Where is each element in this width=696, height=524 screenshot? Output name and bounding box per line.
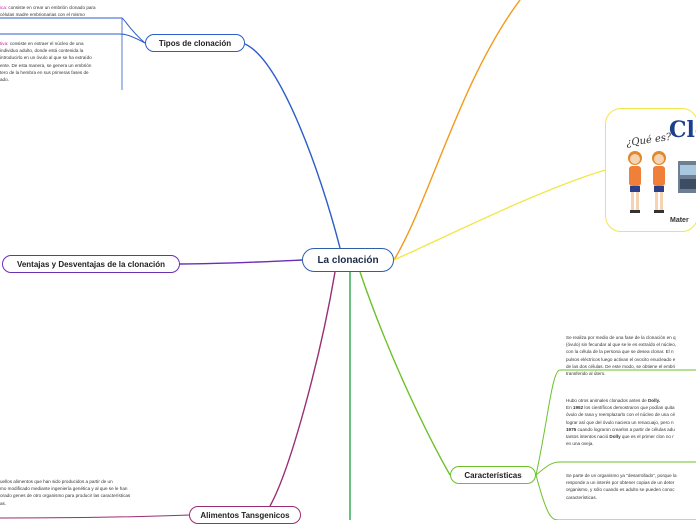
note-caract-organismo[interactable]: Se parte de un organismo ya "desarrollad…	[566, 472, 696, 506]
cartoon-girl-illustration	[624, 149, 646, 215]
note-line: óvulo de rana y reemplazarlo con el núcl…	[566, 411, 696, 418]
note-text: tantos intentos nació	[566, 434, 609, 439]
branch-ventajas-label: Ventajas y Desventajas de la clonación	[17, 260, 165, 269]
note-caract-proceso[interactable]: Se realiza por medio de una fase de la c…	[566, 334, 696, 382]
connector-alimentos-left	[0, 515, 189, 518]
central-topic-label: La clonación	[317, 255, 378, 266]
connector-alimentos	[270, 272, 335, 506]
note-line: responde a un interés por obtener copias…	[566, 479, 696, 486]
note-tipos-reproductiva[interactable]: tiva: consiste en extraer el núcleo de u…	[0, 40, 122, 92]
card-caption: Mater	[670, 217, 689, 224]
note-text: cuando lograron crearlos a partir de cél…	[576, 427, 675, 432]
connector-orange	[394, 0, 520, 260]
note-line: ado.	[0, 76, 122, 83]
branch-ventajas-desventajas[interactable]: Ventajas y Desventajas de la clonación	[2, 255, 180, 273]
note-line: organismo, y sólo cuando es adulto se pu…	[566, 486, 696, 493]
note-line: con la célula de la persona que se desea…	[566, 348, 696, 355]
cloning-machine-illustration	[676, 157, 696, 197]
image-card[interactable]: Clo ¿Qué es? Mater	[605, 108, 696, 232]
note-line: as.	[0, 500, 160, 507]
note-line: consiste en extraer el núcleo de una	[8, 41, 83, 46]
note-text-bold: Dolly	[609, 434, 620, 439]
note-line: pulsos eléctricos luego activan el ovoci…	[566, 356, 696, 363]
note-line: transferido al útero.	[566, 370, 696, 377]
note-text: los científicos demostraron que podían q…	[583, 405, 674, 410]
note-line: Se realiza por medio de una fase de la c…	[566, 334, 696, 341]
note-line: uellos alimentos que han sido producidos…	[0, 478, 160, 485]
branch-caracteristicas[interactable]: Características	[450, 466, 536, 484]
note-line: células madre embrionarias con el mismo	[0, 11, 124, 18]
branch-caracteristicas-label: Características	[464, 471, 521, 480]
note-text-bold: 1952	[573, 405, 583, 410]
note-line: consiste en crear un embrión clonado par…	[7, 5, 95, 10]
central-topic[interactable]: La clonación	[302, 248, 394, 272]
connector-ventajas	[180, 260, 302, 264]
note-text: que es el primer clon no r	[621, 434, 674, 439]
note-line: tero de la hembra en sus primeras fases …	[0, 69, 122, 76]
card-question: ¿Qué es?	[625, 132, 672, 149]
note-caract-historia[interactable]: Hubo otros animales clonados antes de Do…	[566, 397, 696, 459]
note-line: en una oveja.	[566, 440, 696, 447]
note-line: (óvulo) sin fecundar al que se le es ext…	[566, 341, 696, 348]
connector-tipos	[245, 44, 340, 248]
note-line: mo modificado mediante ingeniería genéti…	[0, 485, 160, 492]
note-line: ente. De esta manera, se genera un embri…	[0, 62, 122, 69]
connector-image	[394, 170, 605, 260]
note-line: características.	[566, 494, 696, 501]
note-tipos-terapeutica[interactable]: ica: consiste en crear un embrión clonad…	[0, 4, 124, 20]
note-line: introducirlo en un óvulo al que se ha ex…	[0, 54, 122, 61]
card-title: Clo	[669, 117, 696, 143]
note-text: En	[566, 405, 573, 410]
branch-tipos-label: Tipos de clonación	[159, 39, 231, 48]
note-line: Se parte de un organismo ya "desarrollad…	[566, 472, 696, 479]
note-text-bold: 1975	[566, 427, 576, 432]
note-alimentos[interactable]: uellos alimentos que han sido producidos…	[0, 478, 160, 514]
note-line: orado genes de otro organismo para produ…	[0, 492, 160, 499]
branch-tipos-de-clonacion[interactable]: Tipos de clonación	[145, 34, 245, 52]
note-line: individuo adulto, donde está contenida l…	[0, 47, 122, 54]
note-line: lograr así que del óvulo naciera un rena…	[566, 419, 696, 426]
note-line: de las dos células. De este modo, se obt…	[566, 363, 696, 370]
branch-alimentos-transgenicos[interactable]: Alimentos Tansgenicos	[189, 506, 301, 524]
note-text-bold: Dolly.	[648, 398, 660, 403]
note-text: Hubo otros animales clonados antes de	[566, 398, 648, 403]
cartoon-girl-clone-illustration	[648, 149, 670, 215]
connector-caracteristicas	[360, 272, 450, 475]
branch-alimentos-label: Alimentos Tansgenicos	[200, 511, 289, 520]
